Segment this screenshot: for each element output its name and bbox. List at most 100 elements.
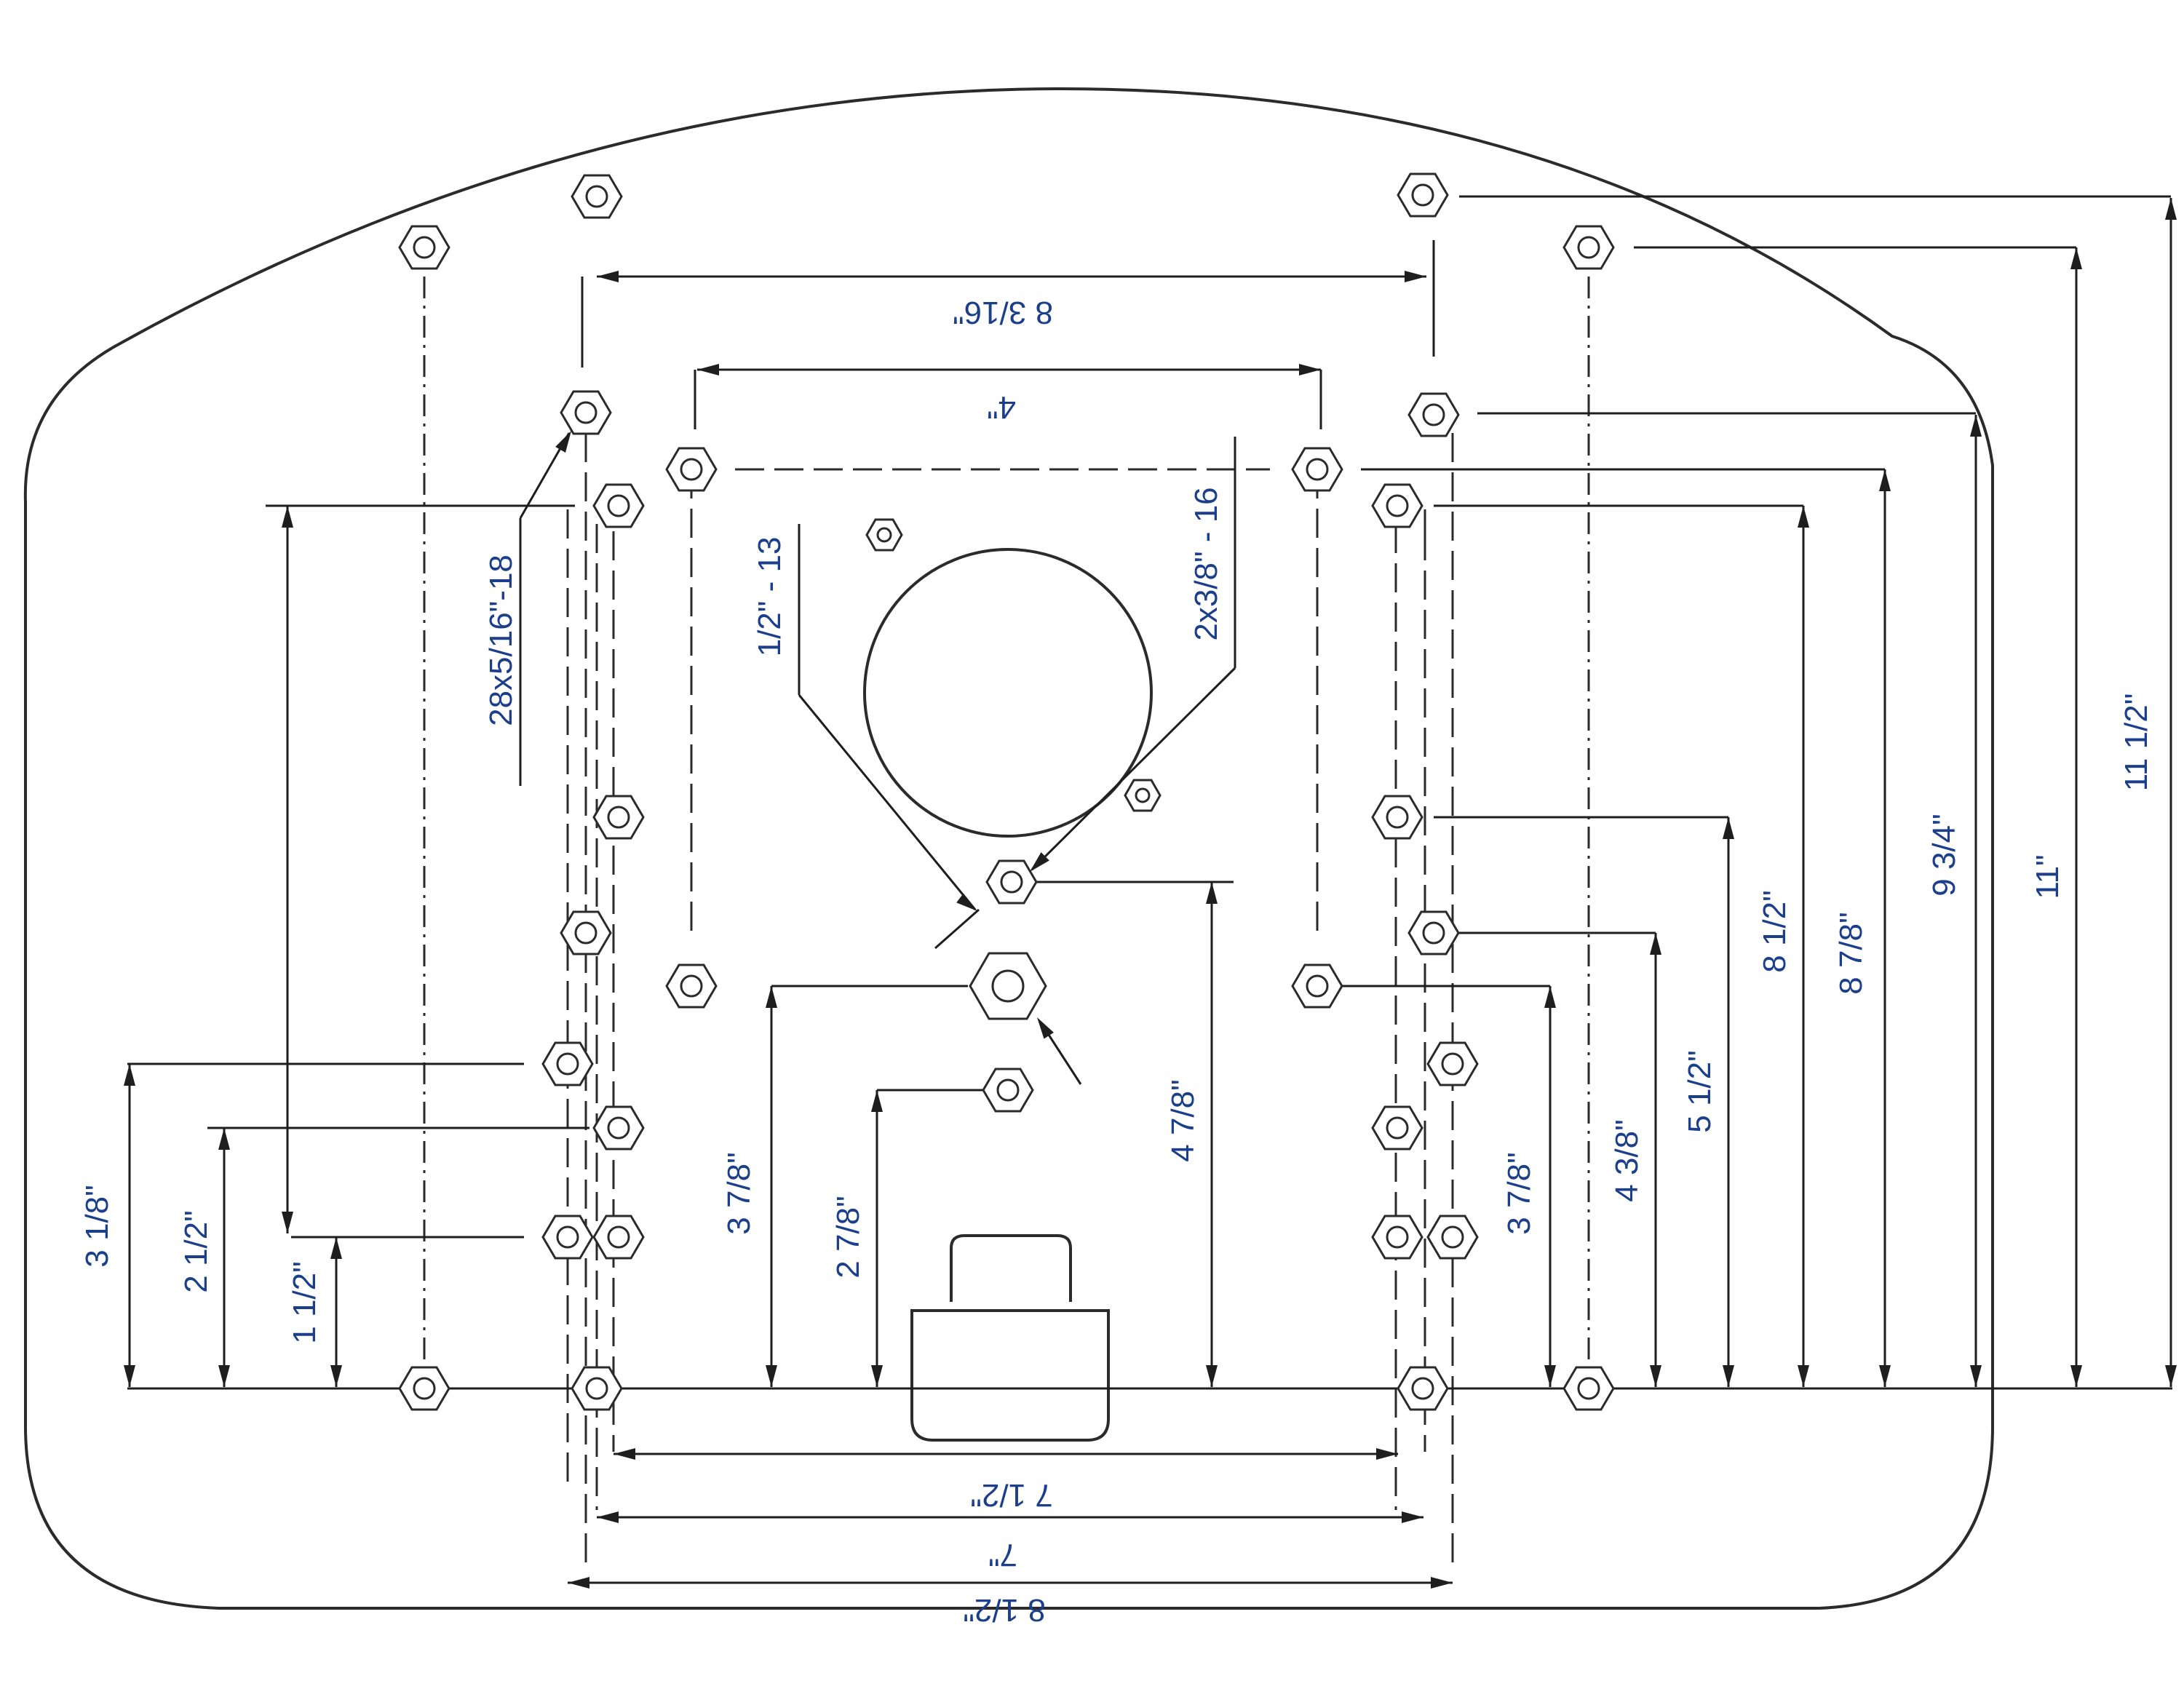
dim-8-3-16-line-arrow-right xyxy=(1405,271,1426,282)
dimension-lines xyxy=(124,195,2177,1589)
dim-right-5-1-2: 5 1/2" xyxy=(1682,1050,1718,1132)
dim-right-3-7-8: 3 7/8" xyxy=(1501,1152,1537,1234)
leader-1-2-arrow-a xyxy=(956,893,977,911)
dim-right-11: 11" xyxy=(2030,854,2065,899)
dim-right-11-line-arrow-bottom xyxy=(2070,1365,2082,1387)
hex-nut-icon xyxy=(665,447,718,492)
dim-2-1-2-line-arrow-bottom xyxy=(218,1365,230,1387)
hex-nut-icon xyxy=(571,1366,623,1411)
hex-nut-icon xyxy=(560,910,612,955)
port-fixture-base xyxy=(910,1309,1110,1442)
dim-7-line-arrow-right xyxy=(1402,1511,1423,1523)
leader-1-2-arrow-b xyxy=(1037,1017,1054,1039)
dim-right-5-1-2-line-arrow-top xyxy=(1723,817,1734,839)
dim-right-4-3-8-line-arrow-bottom xyxy=(1650,1365,1661,1387)
hex-nut-icon xyxy=(592,1105,645,1150)
dim-right-8-7-8-line-arrow-top xyxy=(1879,469,1891,491)
dim-4-line-arrow-right xyxy=(1299,364,1321,375)
dim-1-1-2-line-arrow-top xyxy=(330,1237,342,1259)
dim-mid-4-7-8-line-arrow-top xyxy=(1206,882,1218,904)
dim-right-8-1-2-line-arrow-bottom xyxy=(1798,1365,1809,1387)
hex-nut-icon xyxy=(560,390,612,435)
hex-nut-icon xyxy=(1407,910,1460,955)
dim-right-11-line-arrow-top xyxy=(2070,247,2082,269)
label-bolts-3-8: 2x3/8" - 16 xyxy=(1188,487,1224,640)
dim-right-11-1-2-line-arrow-top xyxy=(2165,198,2177,220)
leader-3-8 xyxy=(1031,667,1236,871)
hex-nut-icon xyxy=(541,1215,594,1260)
leader-3-8-arrow xyxy=(1030,852,1049,872)
hex-nut-large-icon xyxy=(969,952,1047,1020)
hex-nut-icon xyxy=(592,795,645,840)
hex-nut-icon xyxy=(1562,225,1615,270)
dim-right-8-1-2: 8 1/2" xyxy=(1757,890,1792,972)
dim-mid-4-7-8-line-arrow-bottom xyxy=(1206,1365,1218,1387)
dim-mid-2-7-8-line-arrow-top xyxy=(871,1090,883,1112)
dim-bottom-7-1-2: 7 1/2" xyxy=(970,1477,1052,1513)
hex-nut-icon xyxy=(1371,483,1423,528)
dim-mid-2-7-8-line-arrow-bottom xyxy=(871,1365,883,1387)
dim-right-9-3-4: 9 3/4" xyxy=(1926,814,1962,896)
dim-7-line-arrow-left xyxy=(597,1511,619,1523)
dim-right-11-1-2: 11 1/2" xyxy=(2119,693,2154,792)
hex-nut-icon xyxy=(592,483,645,528)
dim-mid-2-7-8: 2 7/8" xyxy=(830,1196,866,1278)
dim-8-1-2-line-arrow-left xyxy=(568,1577,589,1589)
hex-nut-icon xyxy=(1407,392,1460,437)
dim-long-left-line-arrow-top xyxy=(282,506,293,528)
hex-nut-icon xyxy=(1426,1215,1479,1260)
dim-right-11-1-2-line-arrow-bottom xyxy=(2165,1365,2177,1387)
hex-nut-icon xyxy=(1291,963,1343,1009)
dim-right-9-3-4-line-arrow-top xyxy=(1970,415,1982,437)
hex-nut-icon xyxy=(571,174,623,219)
hex-nut-icon xyxy=(665,963,718,1009)
centerlines xyxy=(423,277,1590,1572)
hex-nut-icon xyxy=(1124,779,1162,812)
dim-right-8-7-8-line-arrow-bottom xyxy=(1879,1365,1891,1387)
hex-nut-icon xyxy=(985,859,1038,905)
hex-nut-icon xyxy=(1397,1366,1449,1411)
dim-1-1-2-line-arrow-bottom xyxy=(330,1365,342,1387)
dim-right-8-7-8: 8 7/8" xyxy=(1833,912,1869,994)
dim-long-left-line-arrow-bottom xyxy=(282,1212,293,1233)
dim-right-5-1-2-line-arrow-bottom xyxy=(1723,1365,1734,1387)
dim-right-3-7-8-line-arrow-top xyxy=(1544,986,1556,1008)
label-bolt-1-2: 1/2" - 13 xyxy=(752,537,787,657)
dim-mid-4-7-8: 4 7/8" xyxy=(1165,1079,1201,1161)
dim-7-1-2-line-arrow-right xyxy=(1376,1448,1398,1460)
hex-nut-icon xyxy=(1371,1215,1423,1260)
dim-top-4: 4" xyxy=(987,389,1016,425)
dim-bottom-8-1-2: 8 1/2" xyxy=(963,1592,1045,1628)
dim-right-9-3-4-line-arrow-bottom xyxy=(1970,1365,1982,1387)
dim-8-3-16-line-arrow-left xyxy=(597,271,619,282)
hex-nut-icon xyxy=(1397,172,1449,218)
dim-4-line-arrow-left xyxy=(697,364,719,375)
dim-mid-3-7-8-line-arrow-top xyxy=(766,986,777,1008)
label-bolts-5-16: 28x5/16"-18 xyxy=(483,555,519,726)
leader-5-16-arrow xyxy=(555,431,571,453)
hex-nut-icon xyxy=(1371,1105,1423,1150)
dim-right-8-1-2-line-arrow-top xyxy=(1798,506,1809,528)
dim-left-1-1-2: 1 1/2" xyxy=(287,1261,322,1343)
plate-outline xyxy=(23,87,1994,1610)
hex-nut-icon xyxy=(865,518,903,552)
dim-top-8-3-16: 8 3/16" xyxy=(953,295,1053,330)
dim-3-1-8-line-arrow-top xyxy=(124,1064,135,1086)
dim-mid-3-7-8-line-arrow-bottom xyxy=(766,1365,777,1387)
hex-nut-icon xyxy=(1291,447,1343,492)
hex-nut-icon xyxy=(398,225,450,270)
dim-right-4-3-8: 4 3/8" xyxy=(1609,1119,1645,1201)
dim-mid-3-7-8: 3 7/8" xyxy=(721,1152,757,1234)
hex-nut-icon xyxy=(1371,795,1423,840)
dim-7-1-2-line-arrow-left xyxy=(613,1448,635,1460)
hex-nut-icon xyxy=(1426,1041,1479,1086)
hex-nut-icon xyxy=(1562,1366,1615,1411)
center-opening xyxy=(863,548,1153,838)
dim-3-1-8-line-arrow-bottom xyxy=(124,1365,135,1387)
dim-right-4-3-8-line-arrow-top xyxy=(1650,933,1661,955)
port-fixture xyxy=(950,1234,1072,1302)
hex-nut-icon xyxy=(398,1366,450,1411)
hex-nut-icon xyxy=(541,1041,594,1086)
dim-left-3-1-8: 3 1/8" xyxy=(79,1185,115,1267)
